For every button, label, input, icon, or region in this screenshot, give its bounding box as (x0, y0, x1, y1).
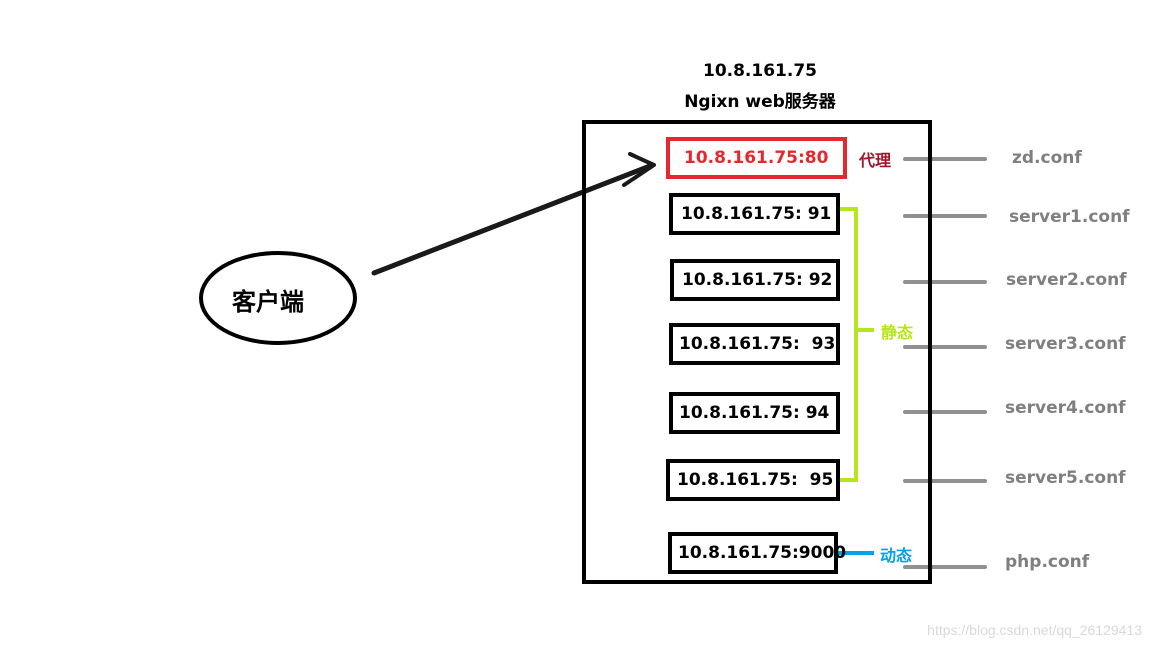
port-box-94: 10.8.161.75: 94 (669, 392, 840, 434)
port-box-92: 10.8.161.75: 92 (670, 259, 840, 301)
dynamic-label: 动态 (880, 546, 913, 565)
proxy-label: 代理 (859, 151, 892, 170)
conf-label-server1: server1.conf (1009, 207, 1130, 227)
static-bracket (838, 207, 858, 482)
port-box-91: 10.8.161.75: 91 (669, 193, 840, 235)
watermark: https://blog.csdn.net/qq_26129413 (927, 622, 1142, 638)
conf-label-zd: zd.conf (1012, 148, 1082, 168)
conf-connector-group (903, 157, 987, 569)
conf-label-server4: server4.conf (1005, 398, 1126, 418)
static-label: 静态 (881, 323, 914, 342)
client-label: 客户端 (232, 288, 304, 316)
conf-label-server5: server5.conf (1005, 468, 1126, 488)
port-box-9000: 10.8.161.75:9000 (668, 532, 846, 574)
port-box-93: 10.8.161.75: 93 (669, 323, 840, 365)
request-arrowhead (622, 152, 656, 187)
port-box-95: 10.8.161.75: 95 (666, 459, 840, 501)
server-name-title: Ngixn web服务器 (684, 92, 836, 112)
nginx-server-box (582, 120, 932, 584)
request-arrow-line (371, 163, 653, 276)
client-ellipse (199, 251, 357, 345)
server-ip-title: 10.8.161.75 (702, 61, 817, 81)
conf-label-php: php.conf (1005, 552, 1090, 572)
port-box-80: 10.8.161.75:80 (666, 137, 847, 179)
conf-label-server3: server3.conf (1005, 334, 1126, 354)
conf-label-server2: server2.conf (1006, 270, 1127, 290)
